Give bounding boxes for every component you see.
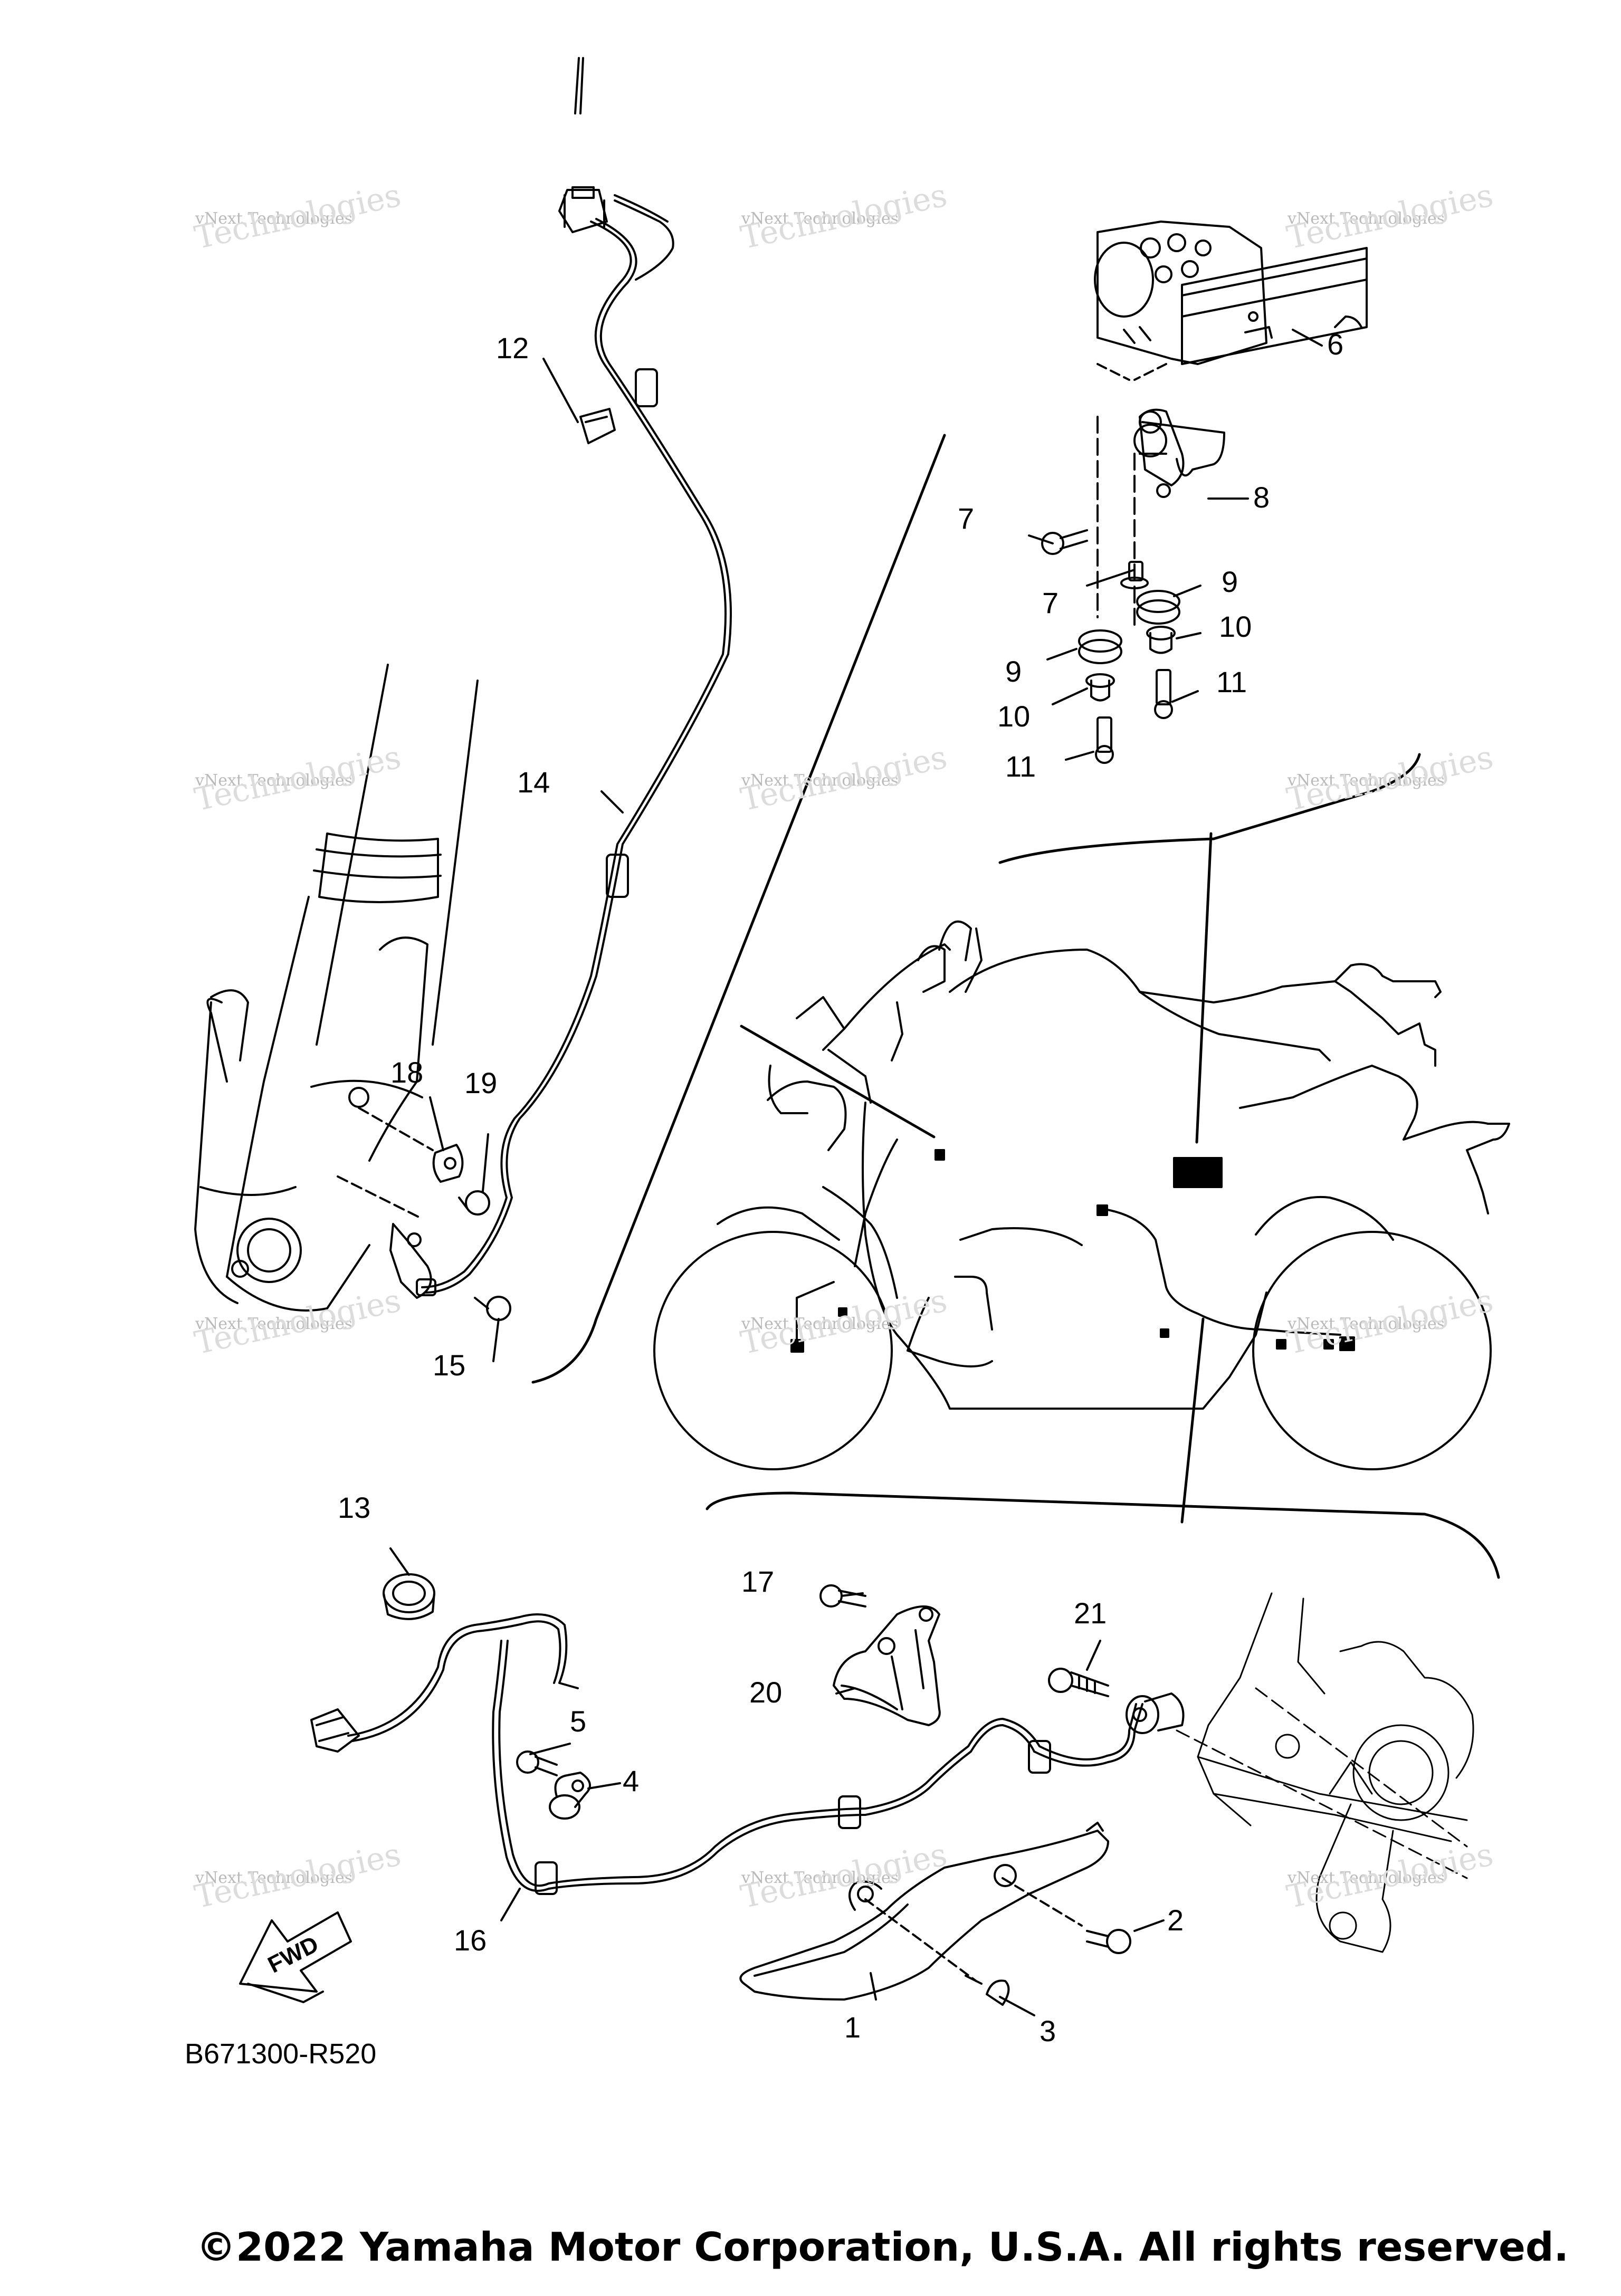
lead-connector-top (558, 186, 608, 233)
callout-20: 20 (749, 1676, 783, 1709)
abs-mount-hardware (1041, 416, 1180, 764)
callout-8: 8 (1253, 481, 1270, 514)
divider-rear-section (705, 1491, 1500, 1579)
callout-3: 3 (1040, 2014, 1056, 2048)
sensor-bracket-part20 (833, 1605, 941, 1726)
bolt-part19 (458, 1190, 490, 1216)
rear-wheel (1252, 1231, 1492, 1470)
clamp-part4 (549, 1772, 591, 1820)
callout-13: 13 (338, 1491, 371, 1524)
callout-7-upper: 7 (958, 502, 975, 535)
bolt-part21 (1048, 1668, 1109, 1697)
abs-unit-location-marker (1173, 1157, 1223, 1188)
callout-14: 14 (517, 766, 550, 799)
sensor-collar-part13 (383, 1573, 435, 1620)
callout-11-left: 11 (1005, 750, 1036, 783)
fwd-arrow (239, 1911, 352, 2003)
bolt-part15 (474, 1296, 511, 1321)
callout-9-left: 9 (1005, 655, 1022, 688)
motorcycle-silhouette (653, 920, 1510, 1470)
rear-sensor-head (1126, 1692, 1185, 1734)
callout-12: 12 (496, 331, 529, 365)
callout-6: 6 (1327, 328, 1344, 361)
callout-10-right: 10 (1219, 610, 1252, 643)
swingarm-outline (1176, 1592, 1474, 1953)
callout-16: 16 (454, 1924, 487, 1957)
copyright-notice: ©2022 Yamaha Motor Corporation, U.S.A. A… (196, 2224, 1569, 2270)
front-fork (194, 664, 479, 1312)
callout-7-lower: 7 (1042, 586, 1059, 619)
callout-10-left: 10 (997, 700, 1031, 733)
connector-clip-part12 (579, 408, 616, 444)
callout-9-right: 9 (1222, 565, 1238, 598)
bolt-part5 (516, 1750, 558, 1776)
callout-17: 17 (741, 1565, 775, 1598)
front-sensor-lead-part14 (421, 57, 732, 1294)
sensor-cover-part1 (739, 1822, 1109, 2001)
abs-bracket-part8 (1096, 363, 1225, 498)
callout-2: 2 (1167, 1903, 1184, 1937)
front-wheel (653, 1231, 893, 1470)
callout-21: 21 (1074, 1596, 1107, 1630)
callout-5: 5 (570, 1705, 587, 1738)
divider-abs-section (998, 753, 1421, 864)
bolt-part2 (1002, 1877, 1131, 1954)
callout-19: 19 (464, 1066, 498, 1099)
leader-bike-rear (1180, 1317, 1205, 1524)
divider-front-section (531, 434, 946, 1384)
abs-hydraulic-unit-part6 (1094, 221, 1368, 365)
callout-leaders (389, 329, 1323, 2016)
leader-bike-front (740, 1025, 936, 1139)
callout-18: 18 (390, 1056, 424, 1089)
callout-1: 1 (844, 2011, 861, 2044)
callout-4: 4 (623, 1764, 640, 1797)
rear-connector (310, 1708, 360, 1753)
rear-sensor-lead-part16 (347, 1613, 1143, 1895)
leader-abs-to-bike (1195, 832, 1213, 1144)
sensor-bracket-part18 (432, 1144, 464, 1183)
callout-15: 15 (433, 1348, 466, 1382)
callout-11-right: 11 (1216, 665, 1247, 699)
drawing-code: B671300-R520 (185, 2038, 377, 2070)
